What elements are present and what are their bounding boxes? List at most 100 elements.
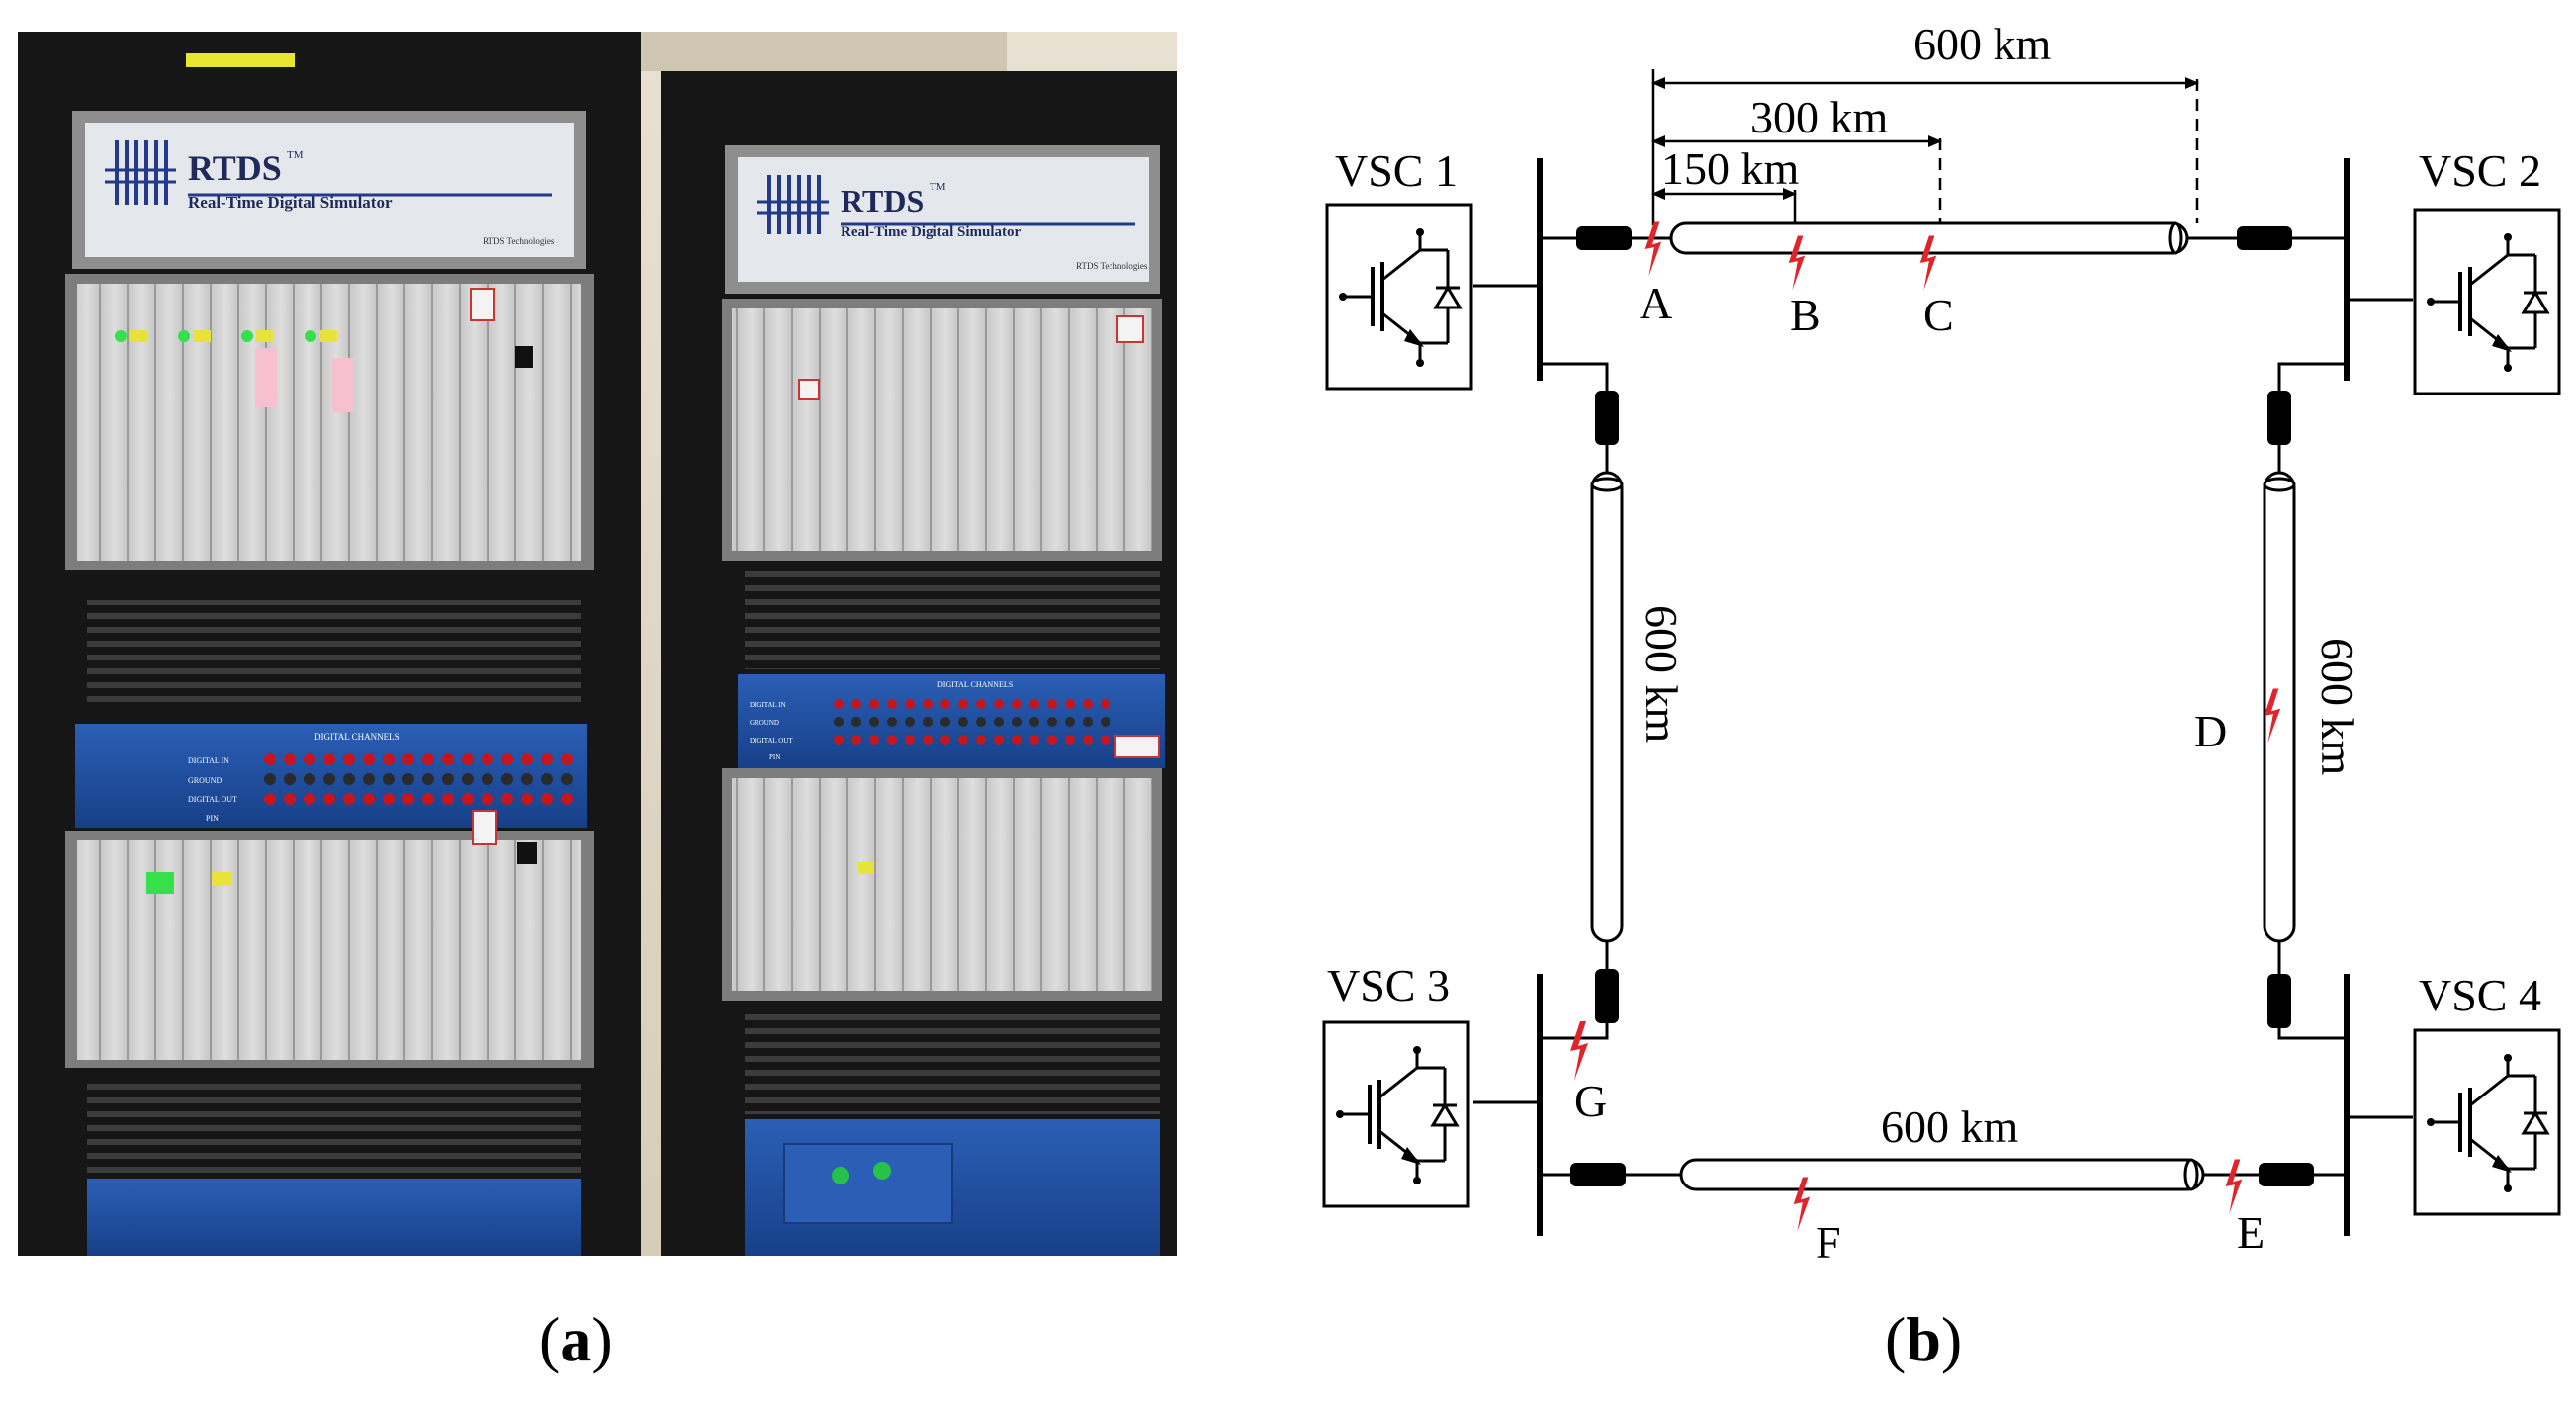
fault-label-g: G	[1574, 1076, 1607, 1126]
rack-left-led-2	[130, 330, 147, 342]
jack	[264, 753, 276, 765]
cable-bottom-end	[2183, 1158, 2199, 1191]
jack	[442, 753, 454, 765]
jack	[323, 793, 335, 805]
rack-left-led-3	[178, 330, 190, 342]
rack-left-led-8	[319, 330, 337, 342]
jack	[905, 717, 915, 727]
jack	[363, 773, 375, 785]
jack	[1083, 699, 1093, 709]
rack-left-tag-3	[470, 288, 495, 321]
rack-right-row-label-1: DIGITAL IN	[750, 701, 786, 709]
jack	[905, 735, 915, 745]
jack	[264, 773, 276, 785]
caption-a: (a)	[539, 1303, 613, 1376]
rack-left-small-logo: RTDS Technologies	[483, 236, 555, 246]
jack	[994, 717, 1004, 727]
jack	[1012, 699, 1022, 709]
rack-right-tm: TM	[930, 181, 946, 193]
jack	[834, 717, 844, 727]
rack-right-brand: RTDS	[841, 183, 924, 219]
rack-right-tag-1	[1116, 315, 1144, 343]
rack-left-vent-1	[87, 600, 581, 709]
jack	[442, 773, 454, 785]
caption-a-close: )	[591, 1304, 613, 1374]
cables	[1590, 221, 2296, 1191]
rack-right: RTDS TM Real-Time Digital Simulator RTDS…	[661, 71, 1177, 1256]
jack	[482, 753, 493, 765]
vsc4-symbol	[2413, 1028, 2561, 1216]
caption-b-open: (	[1885, 1304, 1907, 1374]
jack	[462, 793, 474, 805]
jack	[501, 773, 513, 785]
rack-left-led-10	[212, 872, 231, 886]
reactor-bottom-right	[2259, 1163, 2314, 1186]
jack	[402, 793, 414, 805]
vsc4-label: VSC 4	[2419, 970, 2541, 1020]
jack	[284, 793, 296, 805]
jack	[1065, 735, 1075, 745]
jack	[869, 735, 879, 745]
rack-right-panel-title: DIGITAL CHANNELS	[937, 680, 1013, 689]
rack-left-row-label-2: GROUND	[188, 776, 222, 785]
jack	[442, 793, 454, 805]
jack	[541, 753, 553, 765]
jack	[1047, 717, 1057, 727]
jack	[976, 717, 986, 727]
vsc2-symbol	[2413, 208, 2561, 395]
jack	[284, 753, 296, 765]
jack	[1047, 735, 1057, 745]
jack	[851, 735, 861, 745]
fault-label-c: C	[1923, 290, 1954, 340]
rack-left-tag-4	[472, 810, 497, 845]
caption-b-letter: b	[1906, 1304, 1941, 1374]
wire-left-4	[1540, 1023, 1609, 1040]
jack	[1029, 717, 1039, 727]
jack	[1101, 735, 1110, 745]
fault-label-b: B	[1790, 290, 1821, 340]
jack	[304, 753, 315, 765]
jack	[887, 717, 897, 727]
jack	[976, 699, 986, 709]
rack-right-vent-1	[745, 570, 1160, 669]
rack-left-row-label-3: DIGITAL OUT	[188, 795, 237, 804]
jack	[541, 773, 553, 785]
jack	[1101, 699, 1110, 709]
jack	[1083, 717, 1093, 727]
rack-right-vent-2	[745, 1010, 1160, 1114]
jack	[521, 753, 533, 765]
jack	[383, 773, 395, 785]
jack	[905, 699, 915, 709]
jack	[994, 735, 1004, 745]
rack-left-tag-2	[332, 358, 354, 412]
jack	[363, 793, 375, 805]
jack	[1047, 699, 1057, 709]
jack	[1083, 735, 1093, 745]
jack	[1029, 699, 1039, 709]
jack	[869, 699, 879, 709]
rack-left-led-9	[146, 872, 174, 894]
rack-right-control-box	[783, 1143, 953, 1224]
distance-left: 600 km	[1637, 605, 1687, 744]
jack	[561, 753, 573, 765]
reactor-right-top	[2267, 391, 2291, 445]
cable-right-end	[2263, 477, 2296, 492]
rack-right-lower-card-cage	[732, 778, 1152, 991]
rack-right-subtitle: Real-Time Digital Simulator	[841, 224, 1022, 240]
rack-right-jack-rows	[834, 699, 1110, 745]
jack	[958, 735, 968, 745]
jack	[940, 717, 950, 727]
distance-top-300: 300 km	[1750, 92, 1889, 142]
smoothing-reactors	[1570, 226, 2314, 1186]
wire-left-1	[1540, 362, 1609, 391]
distance-top-150: 150 km	[1661, 143, 1800, 194]
jack	[834, 699, 844, 709]
distance-top-total: 600 km	[1913, 19, 2052, 69]
jack	[521, 773, 533, 785]
jack	[887, 699, 897, 709]
jack	[501, 793, 513, 805]
jack	[422, 793, 434, 805]
rack-left-led-5	[241, 330, 253, 342]
rack-right-row-label-3: DIGITAL OUT	[750, 737, 793, 745]
fault-g-icon	[1570, 1021, 1588, 1081]
